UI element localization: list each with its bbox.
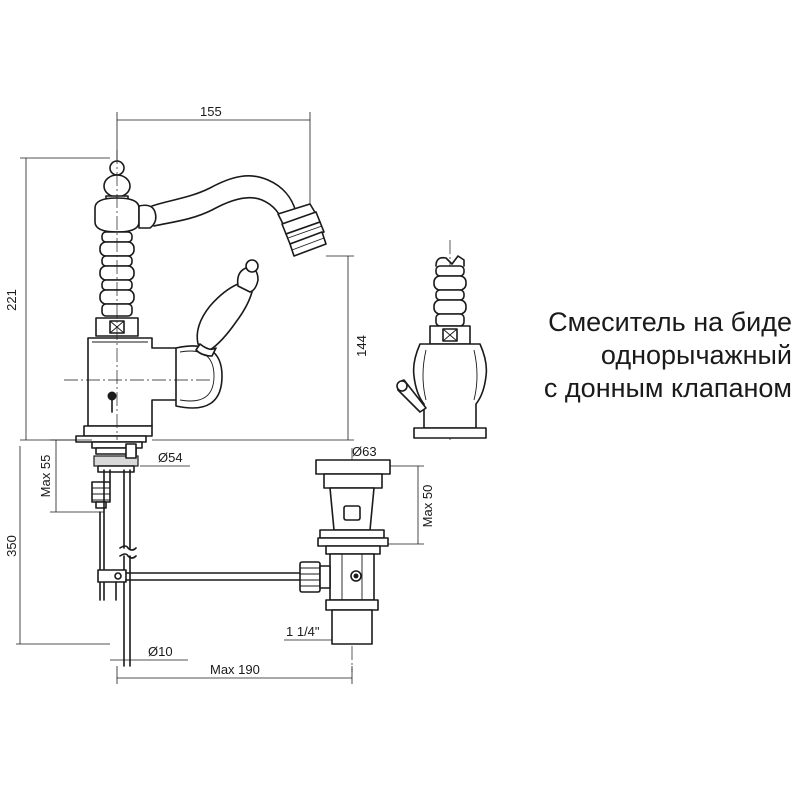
caption-line-2: однорычажный: [600, 340, 792, 370]
faucet-side-view: [396, 240, 488, 440]
faucet-front-view: [64, 150, 327, 443]
dim-thread: 1 1/4": [286, 624, 320, 639]
dim-max-50: Max 50: [420, 485, 435, 528]
dim-144: 144: [354, 335, 369, 357]
dim-221: 221: [4, 289, 19, 311]
caption-line-3: с донным клапаном: [543, 373, 792, 403]
product-caption: Смеситель на биде однорычажный с донным …: [544, 306, 792, 405]
dim-max-190: Max 190: [210, 662, 260, 677]
dim-dia-63: Ø63: [352, 444, 377, 459]
pop-up-rod: [91, 441, 301, 667]
dim-max-55: Max 55: [38, 455, 53, 498]
dimension-lines: [16, 112, 424, 684]
dim-155: 155: [200, 104, 222, 119]
drain-valve: [299, 448, 391, 672]
caption-line-1: Смеситель на биде: [548, 307, 792, 337]
dimension-labels: 155 221 144 Ø54 Ø63 Max 55 Max 50 350 1 …: [4, 104, 435, 677]
dim-dia-54: Ø54: [158, 450, 183, 465]
dim-dia-10: Ø10: [148, 644, 173, 659]
dim-350: 350: [4, 535, 19, 557]
